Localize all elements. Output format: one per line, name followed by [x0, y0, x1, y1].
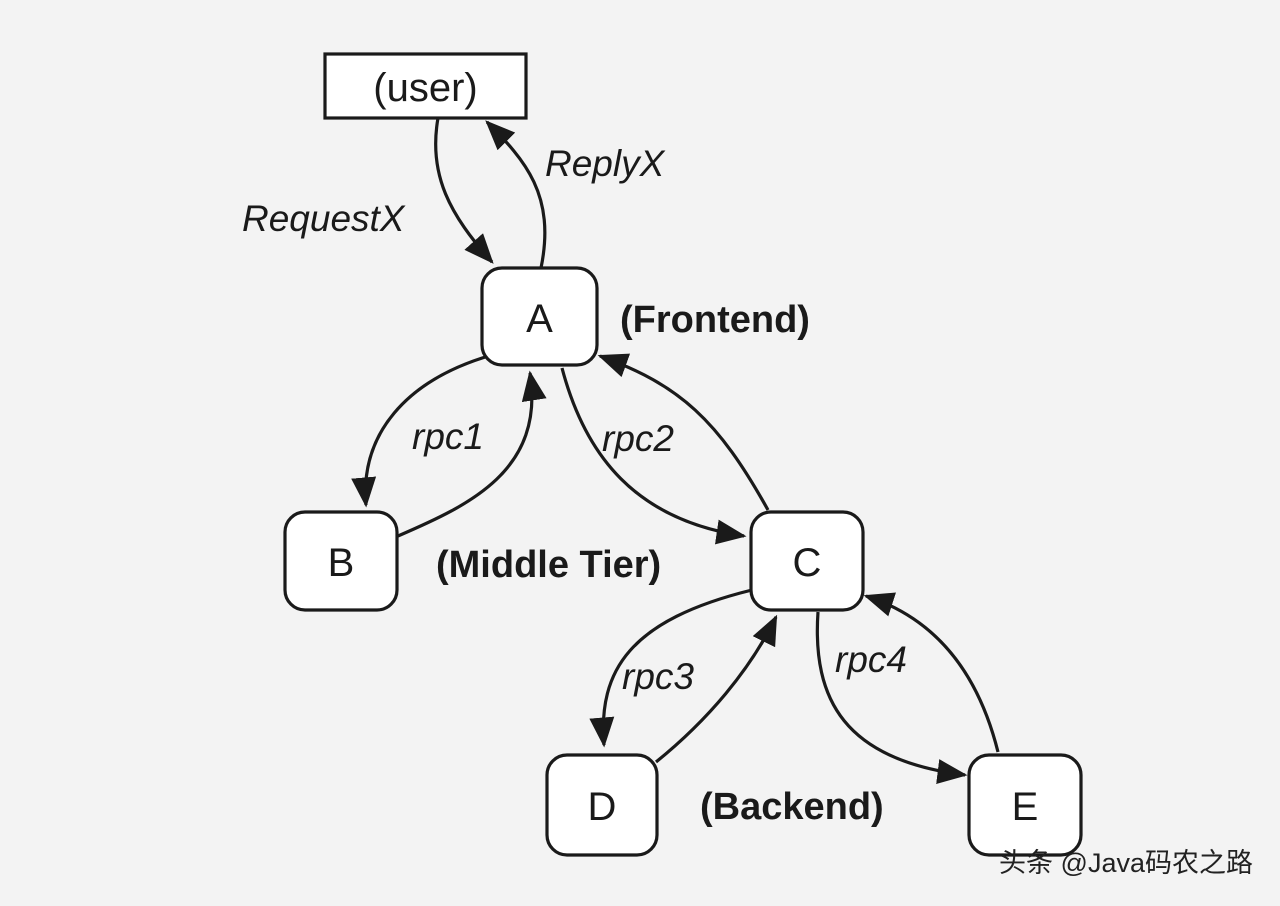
edge-rpc2-c-to-a	[597, 353, 770, 511]
node-a: A	[480, 266, 599, 367]
node-d-label: D	[588, 785, 617, 829]
node-e: E	[967, 753, 1083, 857]
edge-rpc1-a-to-b	[351, 353, 493, 508]
edge-label-rpc3: rpc3	[622, 656, 694, 697]
node-e-label: E	[1012, 785, 1039, 829]
node-b-label: B	[328, 541, 355, 585]
edge-label-rpc4: rpc4	[835, 639, 907, 680]
edge-rpc4-c-to-e	[815, 611, 968, 784]
tier-label-backend: (Backend)	[700, 786, 884, 828]
edge-rpc3-c-to-d	[589, 588, 753, 748]
edge-label-rpc2: rpc2	[602, 418, 674, 459]
node-user-label: (user)	[373, 66, 477, 110]
edge-label-rpc1: rpc1	[412, 416, 484, 457]
watermark-text: 头条 @Java码农之路	[999, 848, 1253, 878]
edge-reply-a-to-user	[485, 120, 547, 269]
edge-rpc3-d-to-c	[654, 614, 778, 764]
node-a-label: A	[526, 297, 553, 341]
node-d: D	[545, 753, 659, 857]
node-c-label: C	[793, 541, 822, 585]
edge-request-user-to-a	[434, 117, 494, 264]
tier-label-frontend: (Frontend)	[620, 299, 810, 341]
edge-rpc1-b-to-a	[397, 370, 547, 538]
edge-rpc2-a-to-c	[560, 367, 747, 545]
tier-label-middle-tier: (Middle Tier)	[436, 544, 661, 586]
edge-label-reply: ReplyX	[545, 143, 666, 184]
node-c: C	[749, 510, 865, 612]
edge-rpc4-e-to-c	[863, 592, 1000, 753]
node-b: B	[283, 510, 399, 612]
edge-label-request: RequestX	[242, 198, 406, 239]
node-user: (user)	[323, 52, 528, 120]
